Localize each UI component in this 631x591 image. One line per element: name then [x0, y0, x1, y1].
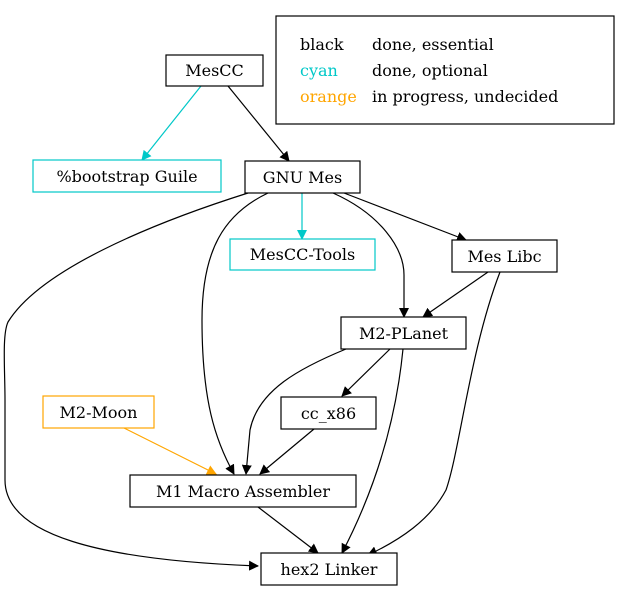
edge-cc-x86-m1-macro-assembler	[259, 428, 315, 475]
edges	[3, 85, 501, 571]
edge-mescc-gnu-mes	[227, 85, 290, 162]
edge-m2-planet-m1-macro-assembler	[241, 348, 347, 475]
node-m2-planet[interactable]: M2-PLanet	[340, 316, 467, 350]
legend-desc-black: done, essential	[372, 35, 494, 54]
node-label-m2-moon: M2-Moon	[60, 403, 138, 422]
node-gnu-mes[interactable]: GNU Mes	[244, 160, 361, 194]
edge-m2-planet-cc-x86	[341, 348, 391, 397]
edge-gnu-mes-mes-libc	[343, 192, 467, 242]
edge-gnu-mes-hex2-linker	[3, 192, 259, 571]
node-mescc-tools[interactable]: MesCC-Tools	[229, 238, 376, 271]
nodes: MesCC %bootstrap Guile GNU Mes MesCC-Too…	[32, 54, 558, 586]
node-label-hex2-linker: hex2 Linker	[281, 560, 378, 579]
node-label-m2-planet: M2-PLanet	[359, 324, 449, 343]
edge-m1-macro-assembler-hex2-linker	[257, 506, 319, 554]
node-mescc[interactable]: MesCC	[165, 54, 264, 87]
legend-box	[275, 15, 615, 125]
node-hex2-linker[interactable]: hex2 Linker	[260, 552, 398, 586]
node-label-gnu-mes: GNU Mes	[263, 168, 342, 187]
node-bootstrap-guile[interactable]: %bootstrap Guile	[32, 159, 222, 193]
legend-key-cyan: cyan	[300, 61, 338, 80]
legend-key-orange: orange	[300, 87, 357, 106]
node-label-mes-libc: Mes Libc	[467, 247, 541, 266]
node-label-bootstrap-guile: %bootstrap Guile	[56, 167, 197, 186]
edge-gnu-mes-m2-planet	[332, 192, 409, 318]
edge-gnu-mes-m1-macro-assembler	[201, 192, 269, 475]
edge-mes-libc-m2-planet	[422, 271, 489, 318]
edge-m2-moon-m1-macro-assembler	[123, 427, 217, 475]
legend-desc-cyan: done, optional	[372, 61, 488, 80]
node-cc-x86[interactable]: cc_x86	[280, 396, 377, 430]
legend-desc-orange: in progress, undecided	[372, 87, 558, 106]
node-m1-macro-assembler[interactable]: M1 Macro Assembler	[129, 474, 357, 508]
legend: black done, essential cyan done, optiona…	[275, 15, 615, 125]
edge-mes-libc-hex2-linker	[367, 271, 501, 556]
node-label-mescc-tools: MesCC-Tools	[250, 245, 355, 264]
node-label-m1-macro-assembler: M1 Macro Assembler	[156, 482, 330, 501]
edge-mescc-bootstrap-guile	[141, 85, 202, 161]
legend-key-black: black	[300, 35, 344, 54]
node-m2-moon[interactable]: M2-Moon	[42, 395, 155, 429]
edge-m2-planet-hex2-linker	[341, 348, 404, 554]
node-mes-libc[interactable]: Mes Libc	[451, 239, 558, 273]
node-label-mescc: MesCC	[185, 61, 244, 80]
node-label-cc-x86: cc_x86	[301, 404, 356, 423]
